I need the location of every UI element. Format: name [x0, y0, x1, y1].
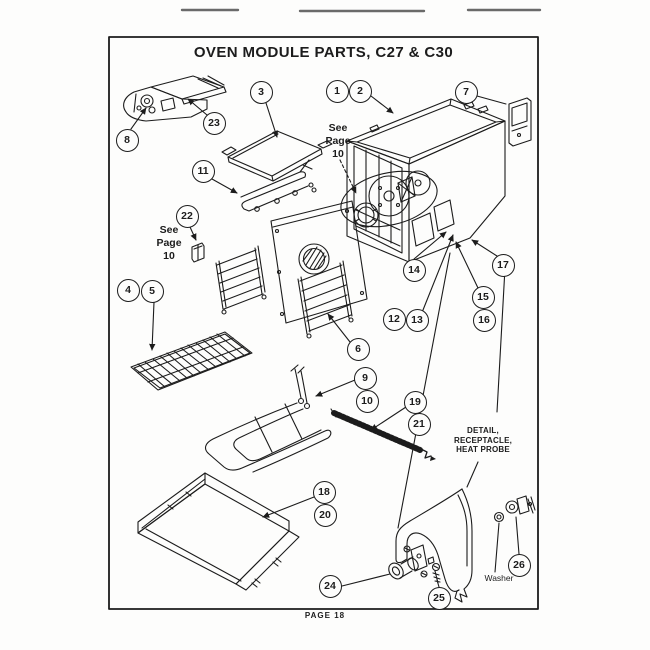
callout-balloon-18: 18	[312, 480, 336, 504]
callout-balloon-23: 23	[202, 111, 226, 135]
door-latch-assembly	[123, 75, 227, 122]
see-page-note-top: See Page 10	[325, 122, 351, 160]
rack-guide-left	[215, 245, 267, 315]
page-number: PAGE 18	[304, 611, 346, 620]
slide-rail	[330, 408, 436, 461]
diagram-title: OVEN MODULE PARTS, C27 & C30	[193, 44, 454, 61]
callout-balloon-6: 6	[346, 337, 370, 361]
callout-balloon-7: 7	[454, 80, 478, 104]
scan-artifact-marks	[180, 8, 542, 13]
callout-balloon-21: 21	[407, 412, 431, 436]
side-access-panel	[508, 97, 532, 147]
leader-lines	[130, 95, 520, 588]
mounting-screw	[431, 562, 441, 584]
callout-balloon-25: 25	[427, 586, 451, 610]
rack-guide-right	[297, 260, 354, 339]
callout-balloon-15: 15	[471, 285, 495, 309]
bake-element	[204, 364, 332, 473]
callout-balloon-5: 5	[140, 279, 164, 303]
bottom-tray	[137, 472, 300, 591]
callout-balloon-1: 1	[325, 79, 349, 103]
detail-callout-label: DETAIL, RECEPTACLE, HEAT PROBE	[453, 426, 513, 454]
callout-balloon-22: 22	[175, 204, 199, 228]
washer-label: Washer	[484, 573, 514, 583]
see-page-note-left: See Page 10	[156, 224, 182, 262]
detail-bubble-outline	[395, 488, 473, 603]
callout-balloon-26: 26	[507, 553, 531, 577]
receptacle-assembly	[388, 544, 435, 580]
callout-balloon-10: 10	[355, 389, 379, 413]
callout-balloon-9: 9	[353, 366, 377, 390]
callout-balloon-12: 12	[382, 307, 406, 331]
callout-balloon-24: 24	[318, 574, 342, 598]
callout-balloon-3: 3	[249, 80, 273, 104]
oven-liner-panel	[270, 200, 368, 324]
callout-balloon-20: 20	[313, 503, 337, 527]
callout-balloon-14: 14	[402, 258, 426, 282]
callout-balloon-2: 2	[348, 79, 372, 103]
top-panel	[221, 130, 333, 182]
callout-balloon-17: 17	[491, 253, 515, 277]
oven-module-cabinet	[340, 98, 506, 263]
clip-bracket	[191, 242, 205, 263]
washer-ring	[493, 511, 505, 523]
heat-probe	[505, 495, 536, 515]
broil-element	[240, 159, 317, 212]
callout-balloon-19: 19	[403, 390, 427, 414]
oven-rack	[130, 331, 253, 391]
callout-balloon-4: 4	[116, 278, 140, 302]
callout-balloon-13: 13	[405, 308, 429, 332]
callout-balloon-8: 8	[115, 128, 139, 152]
callout-balloon-16: 16	[472, 308, 496, 332]
diagram-border	[108, 36, 539, 610]
callout-balloon-11: 11	[191, 159, 215, 183]
